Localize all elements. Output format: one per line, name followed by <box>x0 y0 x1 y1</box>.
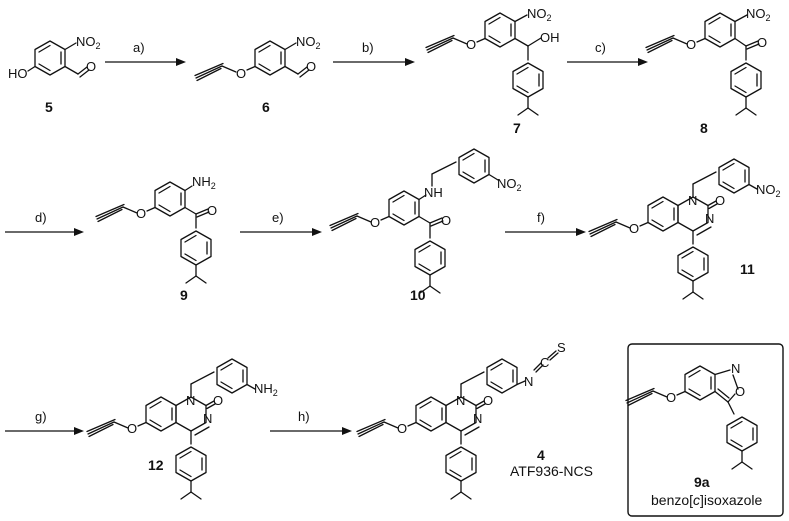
carbonyl-o-label: O <box>213 393 223 408</box>
step-d-label: d) <box>35 210 47 225</box>
ether-o-label: O <box>686 37 696 52</box>
arrow-a <box>105 58 186 66</box>
aldehyde-o-label: O <box>306 59 316 74</box>
arrow-b <box>333 58 415 66</box>
inset-box <box>627 343 784 517</box>
ether-o-label: O <box>629 221 639 236</box>
step-h-label: h) <box>298 409 310 424</box>
step-b-label: b) <box>362 40 374 55</box>
compound-9a-label: 9a <box>694 474 710 490</box>
arrow-h <box>270 427 352 435</box>
ketone-o-label: O <box>441 213 451 228</box>
ring-n-label: N <box>456 393 465 408</box>
ring-n-label: N <box>688 193 697 208</box>
compound-11-label: 11 <box>740 261 755 277</box>
nitro-label: NO2 <box>746 6 771 23</box>
step-c-label: c) <box>595 40 606 55</box>
nitro-label: NO2 <box>76 34 101 51</box>
compound-11-structure: N N O NO2 O <box>588 158 781 299</box>
compound-8-structure: NO2 O O <box>645 6 771 115</box>
arrow-d <box>5 228 84 236</box>
hydroxy-label: OH <box>540 30 560 45</box>
ring-n-label: N <box>203 411 212 426</box>
compound-10-structure: NH NO2 O O <box>329 148 522 293</box>
compound-10-label: 10 <box>410 287 426 303</box>
ether-o-label: O <box>136 206 146 221</box>
arrow-g <box>5 427 84 435</box>
ring-n-label: N <box>705 211 714 226</box>
ether-o-label: O <box>666 390 676 405</box>
arrow-c <box>567 58 648 66</box>
ether-o-label: O <box>466 37 476 52</box>
compound-9-label: 9 <box>180 287 188 303</box>
compound-9a-structure: N O O <box>625 361 757 469</box>
isothiocyanate-c-label: C <box>540 355 549 370</box>
compound-4-name: ATF936-NCS <box>510 463 593 479</box>
ketone-o-label: O <box>757 35 767 50</box>
isothiocyanate-n-label: N <box>524 374 533 389</box>
step-g-label: g) <box>35 409 47 424</box>
amino-label: NH2 <box>254 381 278 398</box>
ether-o-label: O <box>236 66 246 81</box>
amino-label: NH2 <box>192 174 216 191</box>
compound-4-structure: N N O N C S O <box>356 340 566 499</box>
amine-nh-label: NH <box>424 185 443 200</box>
isoxazole-o-label: O <box>735 384 745 399</box>
step-f-label: f) <box>537 210 545 225</box>
ketone-o-label: O <box>207 203 217 218</box>
compound-9a-name: benzo[c]isoxazole <box>651 492 763 508</box>
compound-12-label: 12 <box>148 457 164 473</box>
arrow-f <box>505 228 586 236</box>
nitro-label: NO2 <box>296 34 321 51</box>
compound-12-structure: N N O NH2 O <box>86 358 278 499</box>
isothiocyanate-s-label: S <box>557 340 566 355</box>
arrow-e <box>240 228 322 236</box>
compound-8-label: 8 <box>700 120 708 136</box>
ring-n-label: N <box>473 411 482 426</box>
ether-o-label: O <box>397 421 407 436</box>
compound-5-label: 5 <box>45 99 53 115</box>
hydroxy-label: HO <box>8 66 28 81</box>
compound-9-structure: NH2 O O <box>95 174 217 283</box>
carbonyl-o-label: O <box>483 393 493 408</box>
aldehyde-o-label: O <box>86 59 96 74</box>
ether-o-label: O <box>370 215 380 230</box>
compound-7-structure: NO2 O OH <box>425 6 560 115</box>
ring-n-label: N <box>186 393 195 408</box>
nitro-label: NO2 <box>497 176 522 193</box>
compound-4-label: 4 <box>537 447 545 463</box>
isoxazole-n-label: N <box>731 361 740 376</box>
step-a-label: a) <box>133 40 145 55</box>
nitro-label: NO2 <box>527 6 552 23</box>
carbonyl-o-label: O <box>715 193 725 208</box>
ether-o-label: O <box>127 421 137 436</box>
nitro-label: NO2 <box>756 182 781 199</box>
step-e-label: e) <box>272 210 284 225</box>
compound-6-structure: NO2 O O <box>194 34 321 82</box>
compound-7-label: 7 <box>513 120 521 136</box>
compound-6-label: 6 <box>262 99 270 115</box>
compound-5-structure: NO2 HO O <box>8 34 101 81</box>
